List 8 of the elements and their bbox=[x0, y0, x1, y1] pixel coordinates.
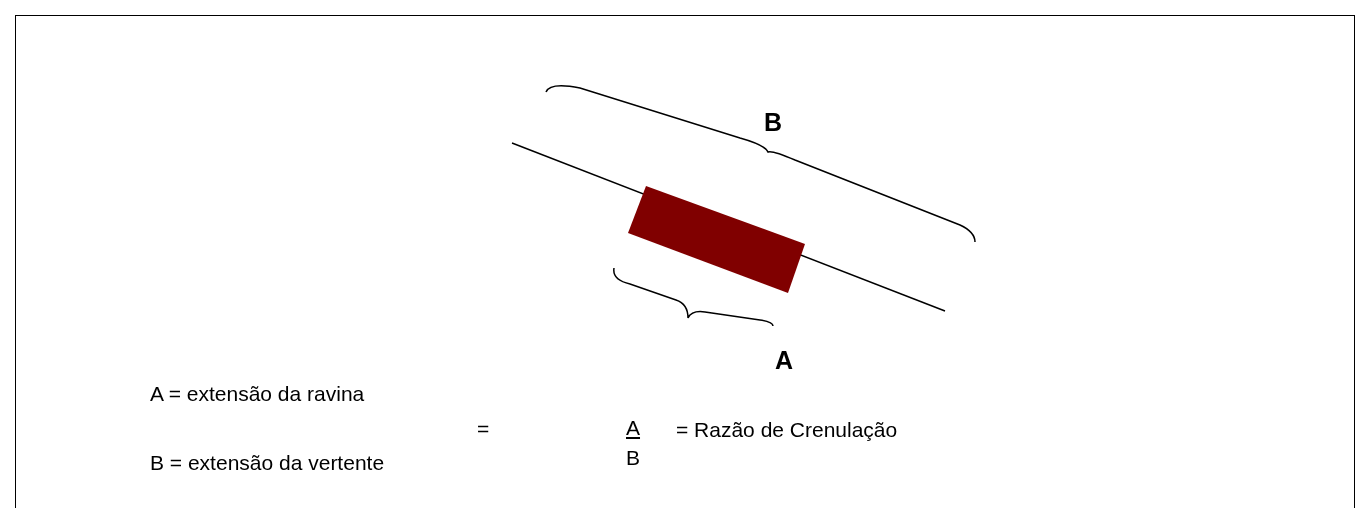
fraction-denominator: B bbox=[626, 446, 640, 470]
formula-text: = Razão de Crenulação bbox=[676, 418, 898, 442]
variable-label: A bbox=[775, 346, 794, 374]
definition-text: B = extensão da vertente bbox=[150, 451, 385, 475]
variable-label: B bbox=[764, 108, 783, 136]
fraction-numerator: A bbox=[626, 416, 641, 440]
definition-text: A = extensão da ravina bbox=[150, 382, 365, 406]
equals-sign: = bbox=[477, 417, 490, 441]
